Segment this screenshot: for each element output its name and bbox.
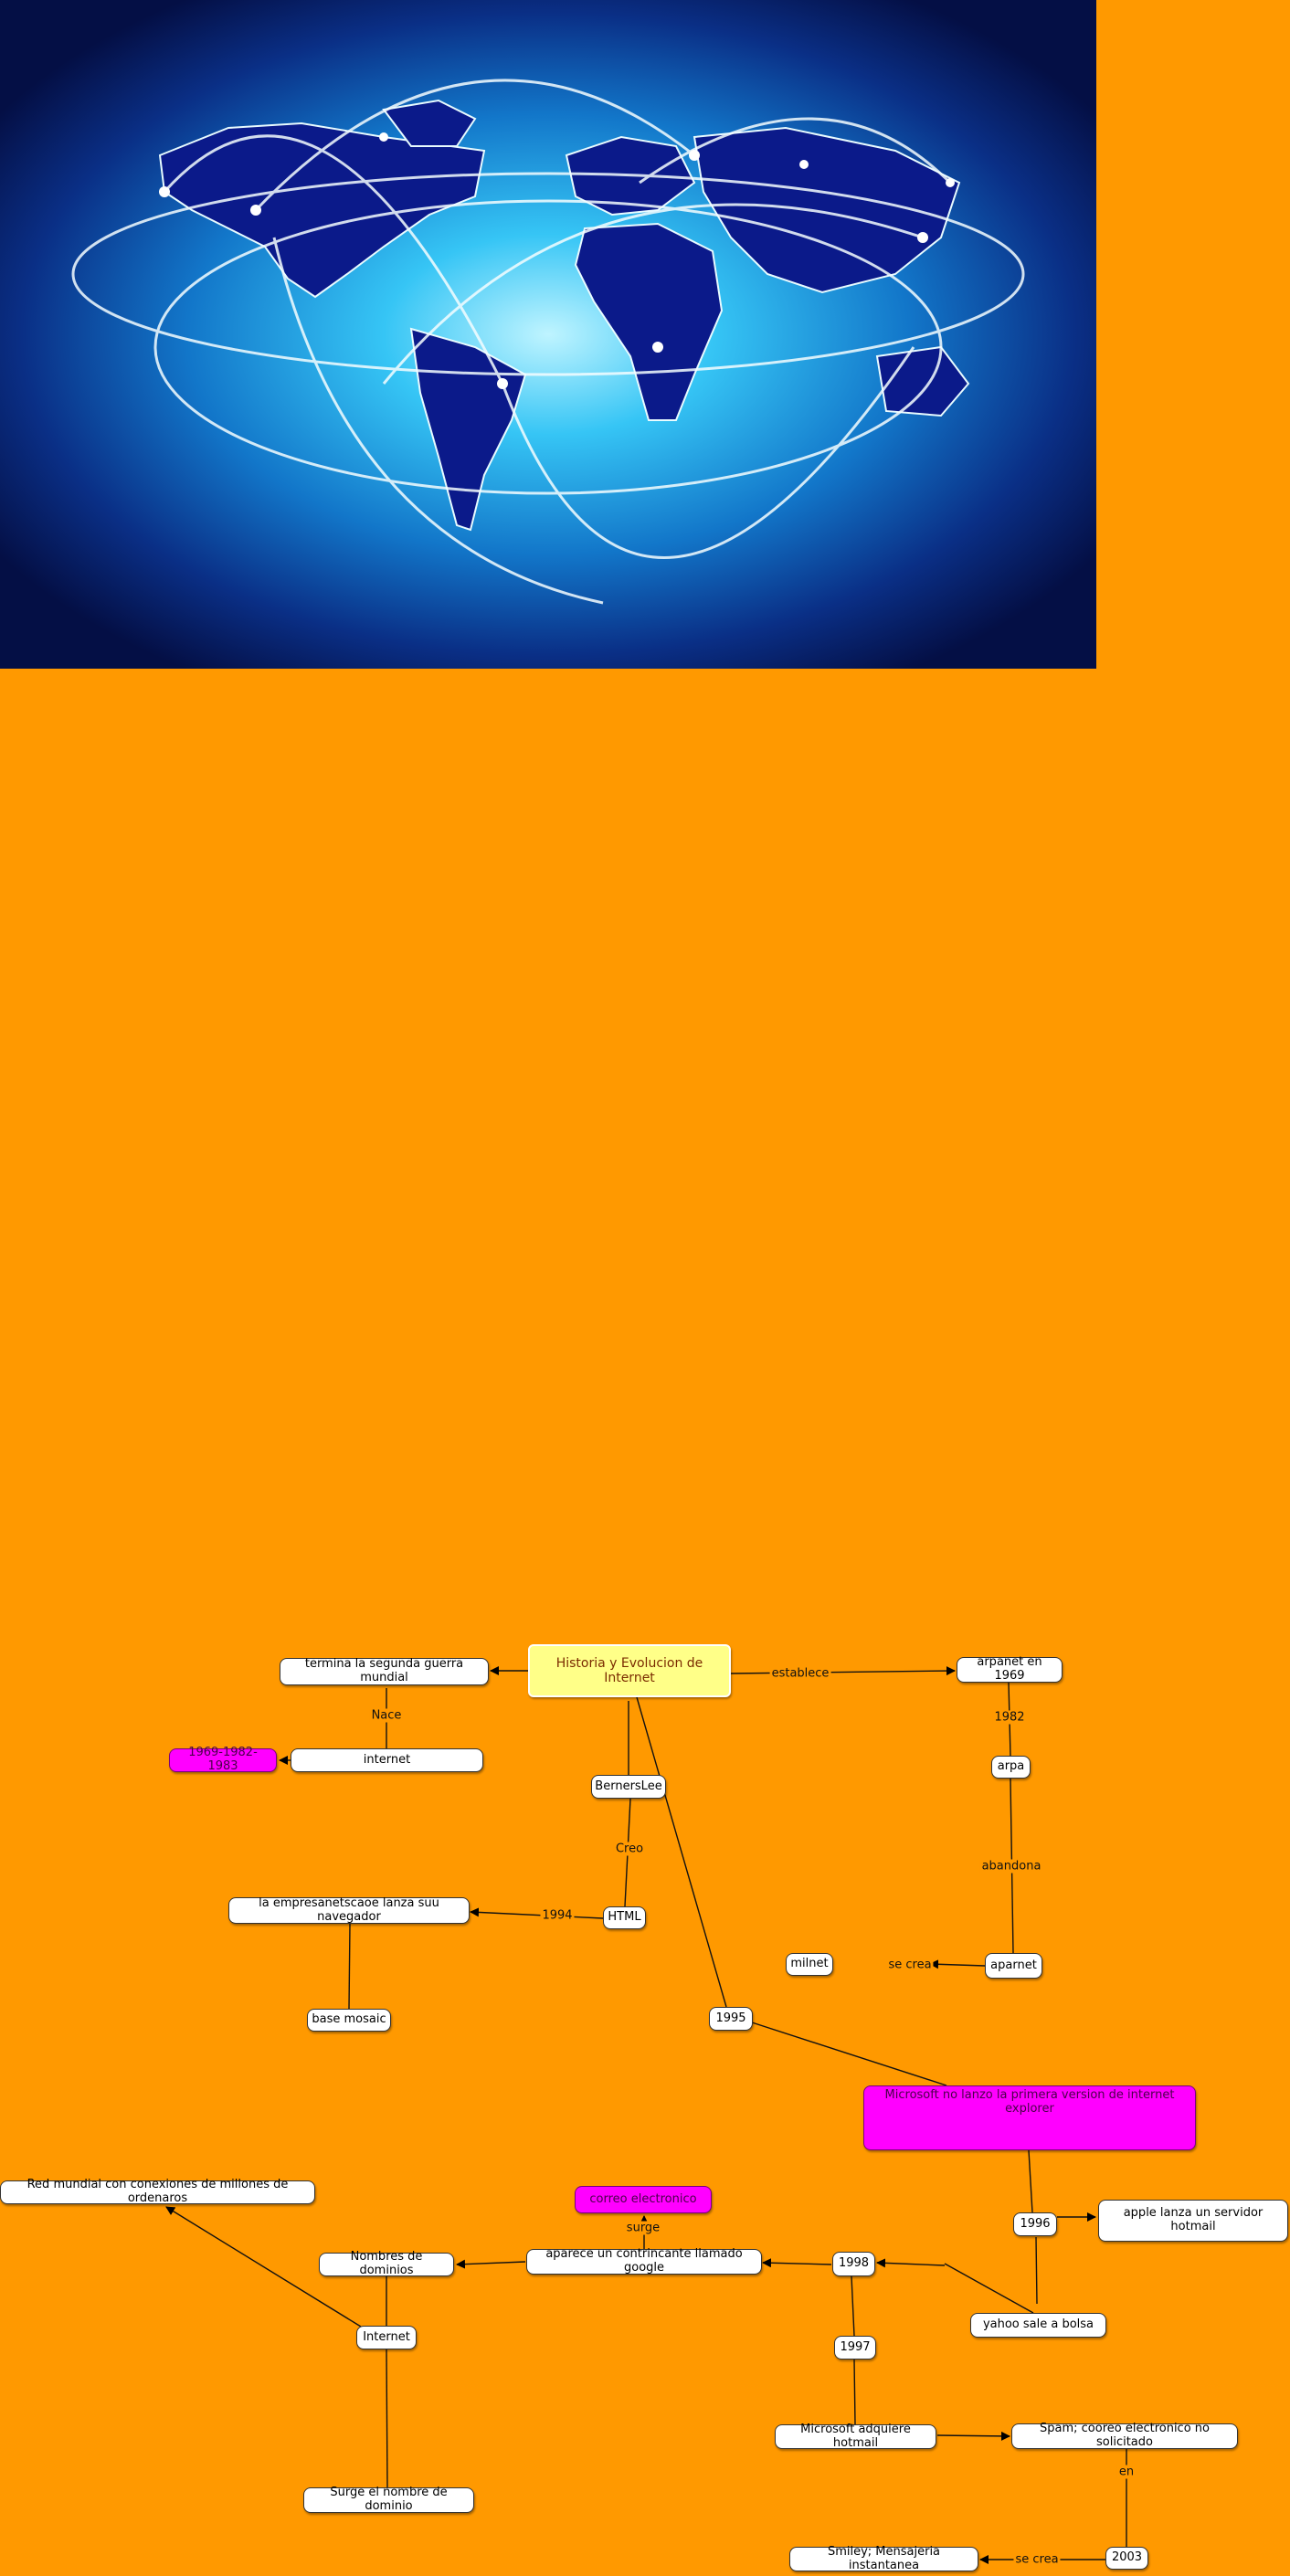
label-se-crea-milnet: se crea [886, 1958, 933, 1972]
node-html[interactable]: HTML [603, 1906, 646, 1929]
node-1997[interactable]: 1997 [834, 2336, 876, 2360]
node-1996[interactable]: 1996 [1013, 2212, 1057, 2236]
node-1998[interactable]: 1998 [832, 2252, 875, 2276]
label-1982: 1982 [992, 1711, 1026, 1725]
node-termina-guerra[interactable]: termina la segunda guerra mundial [280, 1658, 489, 1685]
node-surge-dominio[interactable]: Surge el nombre de dominio [303, 2487, 474, 2513]
node-dominios[interactable]: Nombres de dominios [319, 2253, 454, 2276]
node-smiley[interactable]: Smiley; Mensajeria instantanea [789, 2547, 978, 2571]
node-1995[interactable]: 1995 [709, 2007, 753, 2031]
label-creo: Creo [614, 1842, 645, 1856]
node-google[interactable]: aparece un contrincante llamado google [526, 2249, 762, 2275]
label-nace: Nace [370, 1709, 404, 1723]
node-root-historia[interactable]: Historia y Evolucion de Internet [528, 1644, 731, 1697]
label-se-crea-smiley: se crea [1013, 2553, 1060, 2567]
node-arpanet-1969[interactable]: arpanet en 1969 [957, 1657, 1063, 1683]
node-internet-bottom[interactable]: Internet [356, 2326, 417, 2349]
node-apple-hotmail[interactable]: apple lanza un servidor hotmail [1098, 2200, 1288, 2242]
label-surge: surge [625, 2222, 661, 2235]
node-spam[interactable]: Spam; cooreo electronico no solicitado [1011, 2423, 1238, 2449]
node-bernerslee[interactable]: BernersLee [591, 1775, 666, 1799]
node-microsoft-hotmail[interactable]: Microsoft adquiere hotmail [775, 2424, 936, 2449]
label-1994: 1994 [540, 1909, 574, 1923]
node-internet-top[interactable]: internet [291, 1748, 483, 1772]
node-arpa[interactable]: arpa [991, 1756, 1031, 1779]
label-establece: establece [770, 1667, 831, 1681]
node-years[interactable]: 1969-1982-1983 [169, 1748, 277, 1772]
node-microsoft-ie[interactable]: Microsoft no lanzo la primera version de… [863, 2085, 1196, 2150]
node-correo[interactable]: correo electronico [575, 2186, 712, 2213]
node-2003[interactable]: 2003 [1105, 2547, 1148, 2570]
node-base-mosaic[interactable]: base mosaic [307, 2009, 391, 2032]
label-abandona: abandona [980, 1860, 1043, 1874]
node-red-mundial[interactable]: Red mundial con conexiones de millones d… [0, 2180, 315, 2204]
node-yahoo[interactable]: yahoo sale a bolsa [970, 2313, 1106, 2338]
node-milnet[interactable]: milnet [786, 1953, 833, 1976]
label-en: en [1117, 2465, 1136, 2479]
node-aparnet[interactable]: aparnet [985, 1953, 1042, 1979]
node-netscape[interactable]: la empresanetscaoe lanza suu navegador [228, 1897, 470, 1924]
